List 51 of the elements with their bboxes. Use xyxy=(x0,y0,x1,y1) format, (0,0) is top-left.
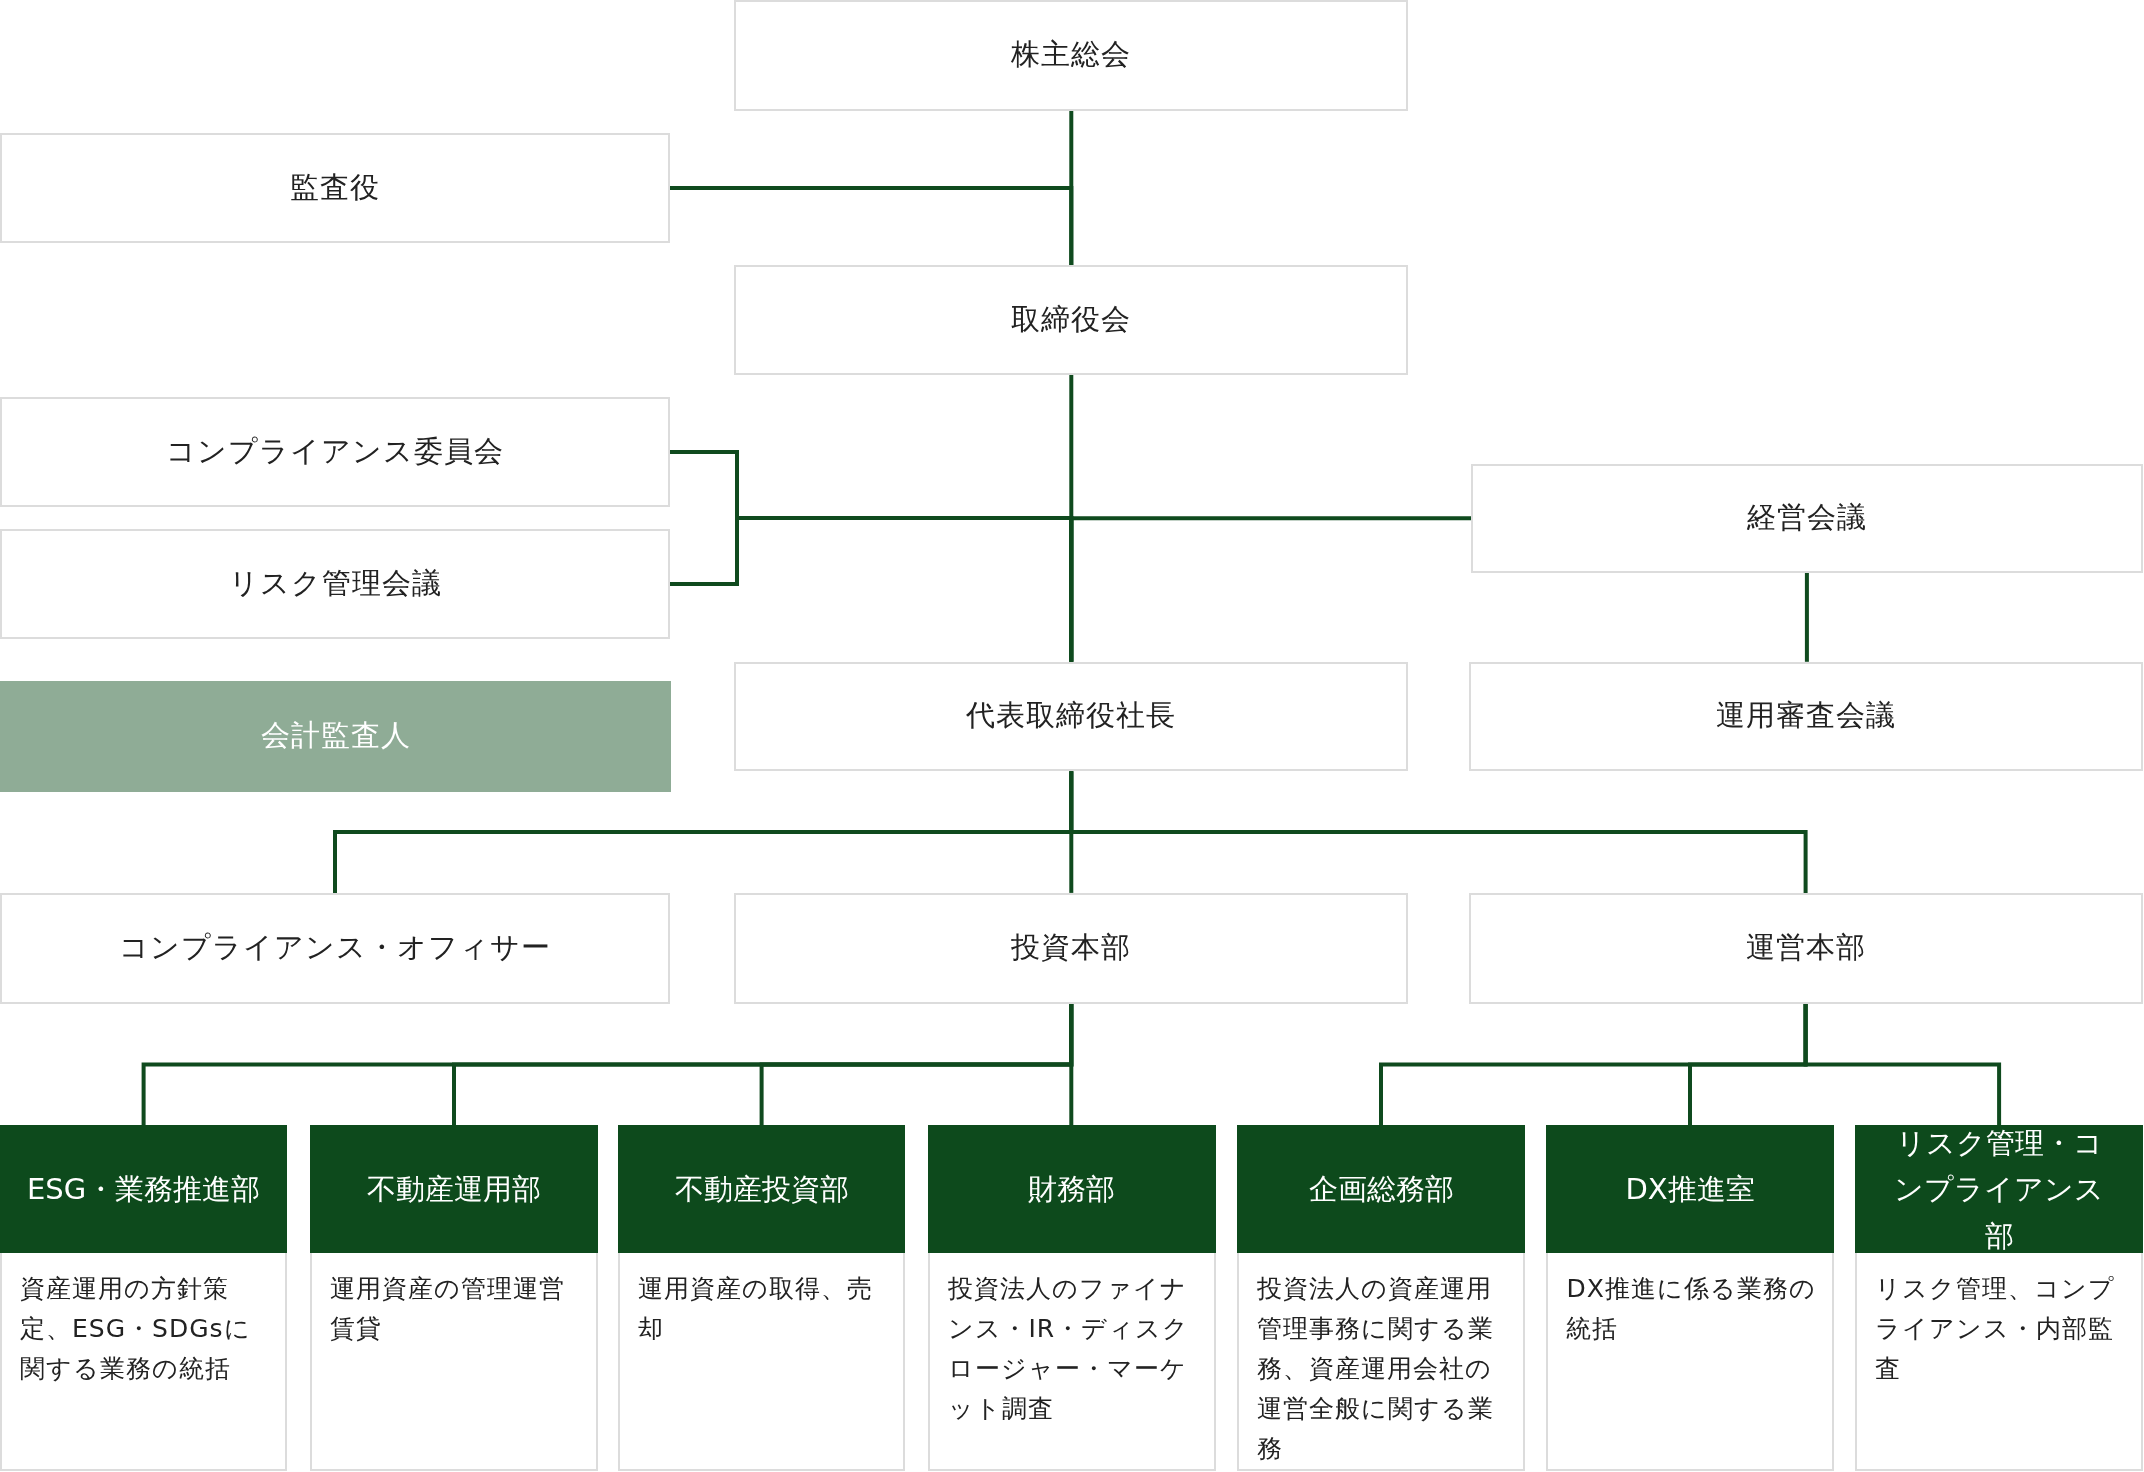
org-box xyxy=(1471,463,2143,573)
org-box xyxy=(734,661,1409,772)
department-description: リスク管理、コンプライアンス・内部監査 xyxy=(1875,1273,2117,1386)
box-label: 監査役 xyxy=(290,169,380,206)
department-description: DX推進に係る業務の統括 xyxy=(1566,1273,1817,1346)
department-card xyxy=(1237,1125,1525,1472)
connector-line xyxy=(670,186,1074,266)
org-box xyxy=(734,0,1409,111)
department-card xyxy=(1855,1125,2143,1472)
box-label: リスク管理会議 xyxy=(228,564,442,602)
org-box xyxy=(0,892,670,1004)
box-label: 運用審査会議 xyxy=(1715,697,1896,735)
department-card xyxy=(928,1125,1216,1472)
department-card xyxy=(618,1125,906,1472)
department-description: 投資法人の資産運用管理事務に関する業務、資産運用会社の運営全般に関する業務 xyxy=(1257,1273,1496,1466)
connector-line xyxy=(1069,516,1472,662)
department-description: 資産運用の方針策定、ESG・SDGsに関する業務の統括 xyxy=(20,1273,252,1386)
org-box xyxy=(734,892,1409,1004)
highlighted-box xyxy=(0,680,672,792)
org-box xyxy=(0,529,670,639)
department-header: 不動産投資部 xyxy=(618,1125,906,1254)
box-label: 投資本部 xyxy=(1011,929,1132,967)
department-header: ESG・業務推進部 xyxy=(0,1125,288,1254)
department-header: 企画総務部 xyxy=(1237,1125,1525,1254)
org-box xyxy=(1468,892,2143,1004)
connector-line xyxy=(1804,572,1809,662)
box-label: 経営会議 xyxy=(1746,499,1867,537)
department-header: 不動産運用部 xyxy=(310,1125,598,1254)
department-header: リスク管理・コンプライアンス部 xyxy=(1855,1125,2143,1254)
box-label: 運営本部 xyxy=(1745,929,1866,967)
department-description: 運用資産の管理運営賃貸 xyxy=(330,1273,567,1346)
connector-line xyxy=(1069,771,1808,893)
connector-line xyxy=(1069,1003,1074,1126)
org-box xyxy=(0,132,670,244)
department-card xyxy=(0,1125,288,1472)
box-label: 代表取締役社長 xyxy=(966,697,1177,735)
box-label: コンプライアンス委員会 xyxy=(166,432,504,470)
box-label: 取締役会 xyxy=(1011,300,1132,338)
box-label: 会計監査人 xyxy=(260,717,411,755)
department-header: 財務部 xyxy=(928,1125,1216,1254)
department-description: 投資法人のファイナンス・IR・ディスクロージャー・マーケット調査 xyxy=(948,1273,1191,1426)
department-description: 運用資産の取得、売却 xyxy=(638,1273,875,1346)
box-label: コンプライアンス・オフィサー xyxy=(119,929,551,967)
org-box xyxy=(1468,661,2143,772)
department-header: DX推進室 xyxy=(1546,1125,1834,1254)
connector-line xyxy=(1803,1003,2002,1126)
org-box xyxy=(734,265,1409,375)
box-label: 株主総会 xyxy=(1011,36,1132,74)
org-box xyxy=(0,396,670,508)
department-card xyxy=(310,1125,598,1472)
department-card xyxy=(1546,1125,1834,1472)
